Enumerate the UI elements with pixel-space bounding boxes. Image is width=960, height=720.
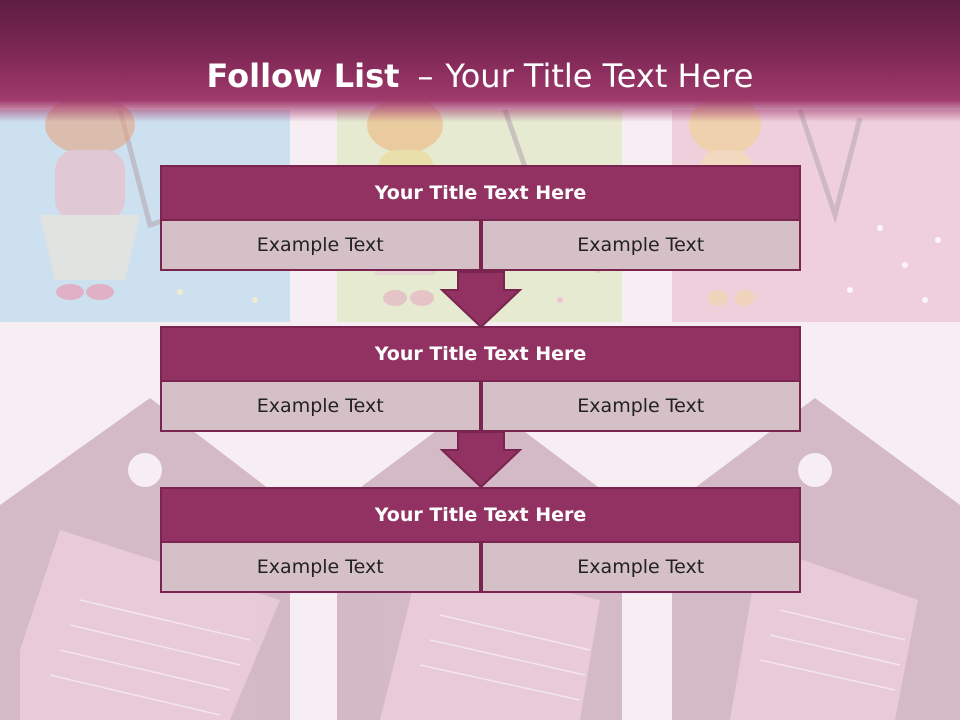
down-arrow-icon	[439, 271, 523, 329]
block-cell-right: Example Text	[480, 382, 801, 432]
block-row: Example Text Example Text	[160, 543, 801, 593]
block-cell-left: Example Text	[160, 221, 481, 271]
down-arrow-icon	[439, 431, 523, 489]
slide-title-dash: –	[417, 57, 434, 95]
list-block-3: Your Title Text Here Example Text Exampl…	[160, 487, 801, 593]
slide-title: Follow List–Your Title Text Here	[0, 52, 960, 100]
block-row: Example Text Example Text	[160, 221, 801, 271]
block-cell-right: Example Text	[480, 543, 801, 593]
block-title: Your Title Text Here	[160, 487, 801, 543]
block-cell-right: Example Text	[480, 221, 801, 271]
title-bar	[0, 0, 960, 122]
block-cell-left: Example Text	[160, 543, 481, 593]
list-block-2: Your Title Text Here Example Text Exampl…	[160, 326, 801, 432]
block-title: Your Title Text Here	[160, 326, 801, 382]
block-row: Example Text Example Text	[160, 382, 801, 432]
list-block-1: Your Title Text Here Example Text Exampl…	[160, 165, 801, 271]
block-cell-left: Example Text	[160, 382, 481, 432]
slide-title-rest: Your Title Text Here	[445, 57, 754, 95]
block-title: Your Title Text Here	[160, 165, 801, 221]
cartoon-girl-left	[40, 95, 140, 300]
slide-title-bold: Follow List	[206, 57, 400, 95]
